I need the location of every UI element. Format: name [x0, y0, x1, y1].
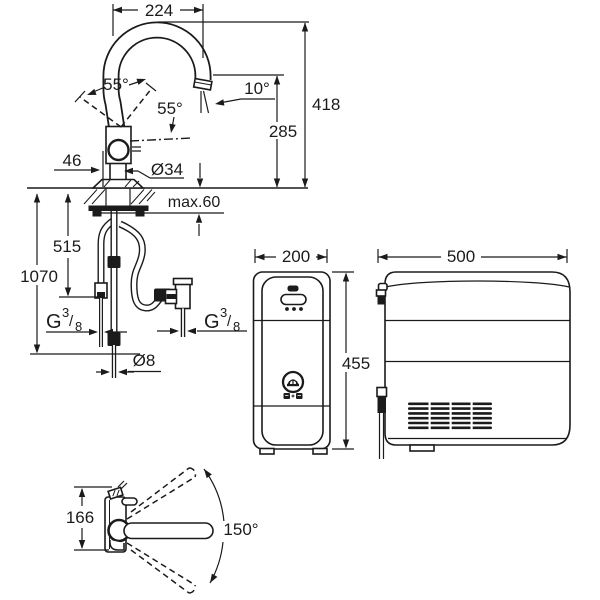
swivel-range-dashed	[126, 467, 197, 594]
status-pill	[280, 293, 307, 306]
thread-left-label: G 3 / 8	[46, 304, 82, 334]
ventilation-grille	[408, 401, 492, 431]
aerator-nozzle	[192, 77, 213, 91]
dim-max-counter-thickness: max.60	[100, 163, 224, 236]
dim-label-max60: max.60	[168, 194, 221, 211]
spout-bar	[123, 522, 214, 540]
faucet-spout	[102, 21, 213, 138]
water-inlet-connector	[375, 282, 388, 305]
dim-label-o8: Ø8	[133, 351, 156, 370]
faucet-front-view: 224 418 285 10° 55°	[18, 1, 340, 378]
cooler-foot-right	[312, 447, 328, 455]
dim-cooler-height: 455	[332, 271, 375, 450]
dim-cooler-width: 200	[254, 247, 328, 266]
dim-label-455: 455	[342, 354, 370, 373]
dim-total-length: 1070	[18, 193, 140, 355]
dim-spout-height: 285	[213, 74, 302, 188]
dim-label-500: 500	[447, 247, 475, 266]
cooler-front-outline	[252, 271, 331, 450]
dim-label-55-left: 55°	[103, 75, 129, 94]
dim-label-46: 46	[63, 151, 82, 170]
dim-label-o34: Ø34	[151, 160, 183, 179]
faucet-swivel-view: 150° 166	[61, 467, 262, 594]
dim-lever-angle-left: 55°	[87, 75, 146, 95]
hose-fitting-lower	[107, 332, 121, 346]
supply-hoses	[94, 211, 193, 378]
stream-reference-lines	[200, 90, 210, 114]
dim-hose-length: 515	[49, 193, 104, 298]
thread-right-label: G 3 / 8	[204, 304, 240, 334]
dim-label-418: 418	[312, 95, 340, 114]
dim-swivel-angle: 150°	[203, 468, 262, 584]
dim-total-height: 418	[158, 21, 340, 188]
dim-label-1070: 1070	[20, 267, 58, 286]
cooler-front-view: 200 455	[252, 247, 375, 455]
dim-thread-left: G 3 / 8	[46, 304, 127, 336]
cooler-foot-left	[259, 447, 275, 455]
spray-indicator-icon	[287, 285, 299, 292]
dim-spout-width: 224	[112, 1, 204, 58]
dim-hole-diameter: Ø34	[124, 160, 184, 179]
led-dots	[285, 307, 303, 311]
counter-cross-section	[83, 188, 156, 217]
dim-base-offset: 46	[54, 151, 104, 187]
dim-label-55-right: 55°	[157, 99, 183, 118]
dim-stream-angle: 10°	[215, 79, 275, 106]
faucet-body	[90, 125, 146, 189]
cooler-side-view: 500	[375, 247, 571, 459]
dim-label-10deg: 10°	[244, 79, 270, 98]
cooler-front-panel	[261, 276, 324, 446]
angle-valve	[174, 280, 191, 310]
dim-label-515: 515	[53, 237, 81, 256]
dim-lever-angle-right: 55°	[157, 99, 183, 133]
swivel-lever-top	[107, 486, 124, 500]
dim-body-height: 166	[61, 486, 112, 551]
dim-label-166: 166	[66, 508, 94, 527]
handle-dome	[107, 138, 130, 162]
dim-hose-diameter: Ø8	[96, 351, 161, 376]
grohe-logo-icon	[281, 370, 305, 394]
dim-label-285: 285	[269, 122, 297, 141]
mounting-washer	[88, 205, 149, 211]
hose-fitting-upper	[107, 256, 121, 268]
cooler-side-foot	[409, 444, 435, 452]
cooler-side-outline	[384, 271, 571, 446]
dim-cooler-depth: 500	[377, 247, 568, 266]
dim-label-224: 224	[145, 1, 173, 20]
dim-label-200: 200	[282, 247, 310, 266]
dim-label-150deg: 150°	[223, 520, 258, 539]
escutcheon-base	[90, 178, 146, 189]
bottle-plus-carafe-icons	[283, 393, 303, 399]
dim-thread-right: G 3 / 8	[157, 304, 247, 335]
lever-position-lines	[74, 82, 193, 142]
power-cable-connector	[376, 386, 388, 459]
